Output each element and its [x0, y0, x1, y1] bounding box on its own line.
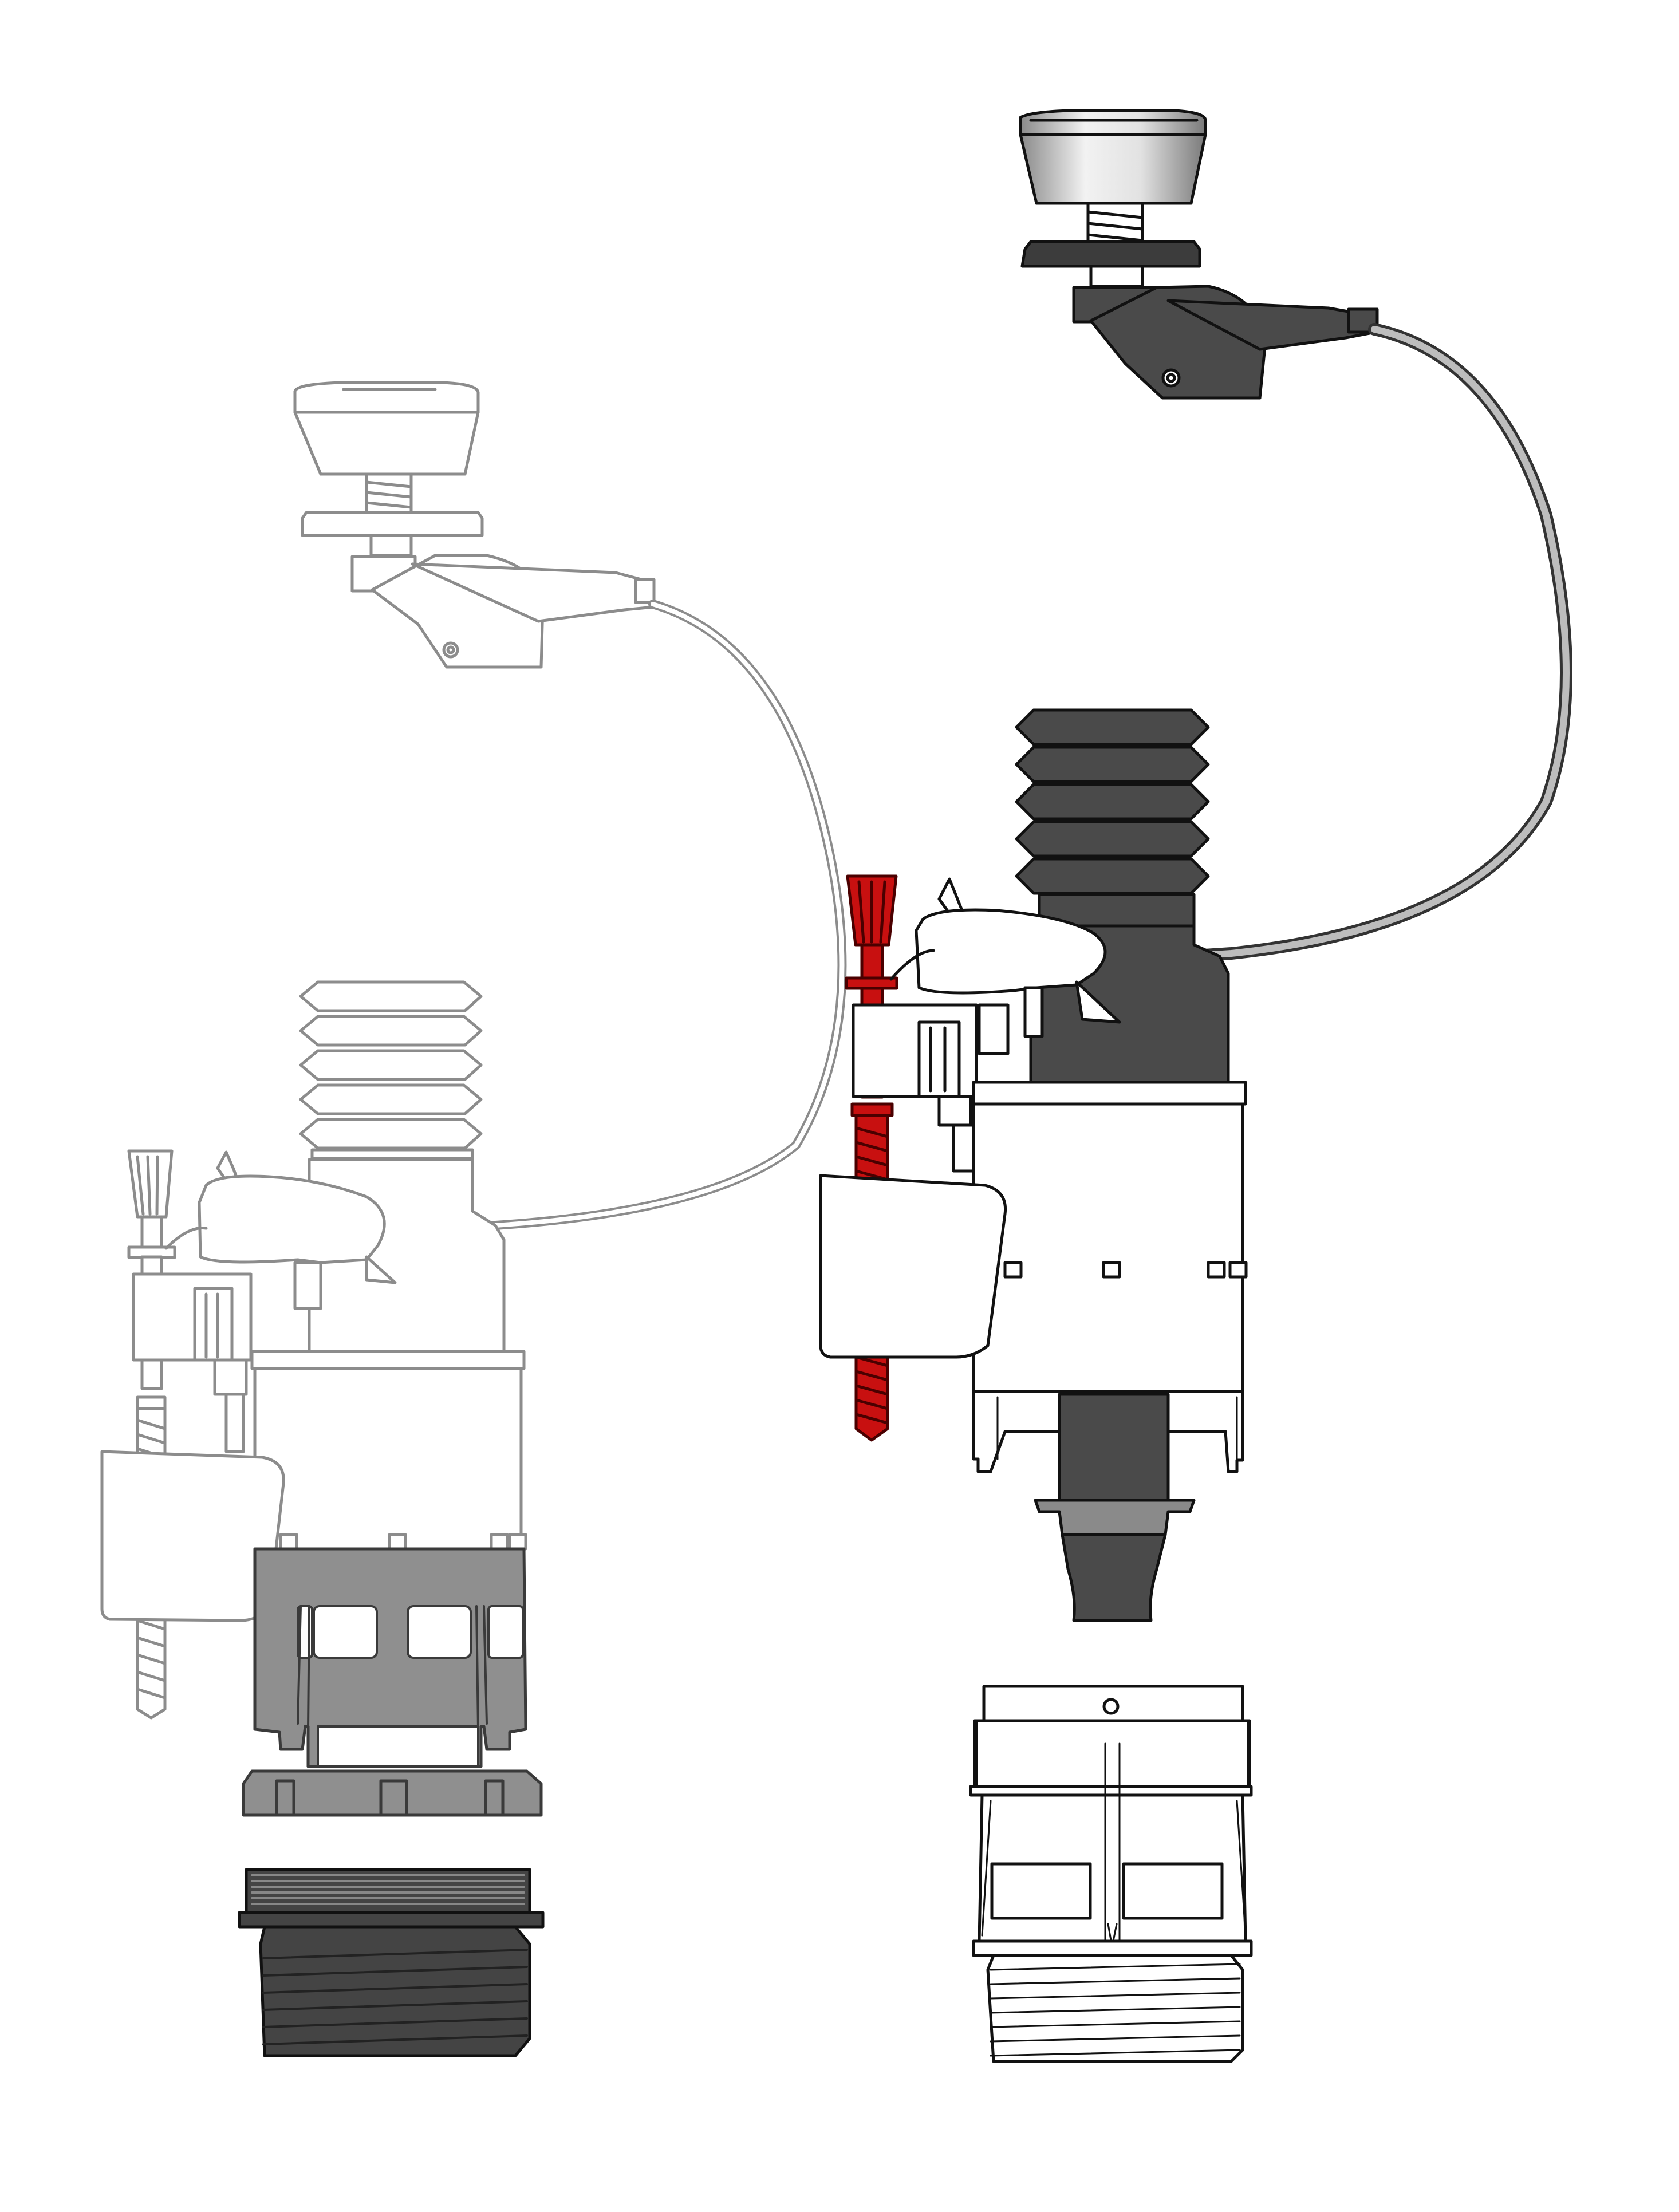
- ghost-spring: [365, 472, 413, 516]
- button-stem: [1089, 265, 1144, 288]
- ghost-stem: [369, 534, 413, 557]
- button-spring: [1086, 202, 1144, 248]
- background-assembly: [100, 381, 847, 2057]
- foreground-assembly: [819, 109, 1572, 2063]
- valve-stem: [1034, 1393, 1196, 1622]
- ghost-body-base: [250, 1350, 527, 1551]
- ghost-valve-cage: [253, 1547, 527, 1768]
- ghost-inner-frame: [132, 1272, 253, 1453]
- ghost-adjustment-rod: [127, 1149, 208, 1720]
- bellows: [1015, 708, 1210, 928]
- float-arm: [915, 877, 1121, 1038]
- inner-frame: [852, 1003, 1010, 1173]
- ghost-button-plate: [301, 511, 484, 537]
- ghost-push-button: [293, 381, 480, 476]
- threaded-connector: [986, 1954, 1244, 2063]
- ghost-bellows: [299, 980, 483, 1160]
- button-plate: [1020, 240, 1201, 268]
- valve-cage: [969, 1685, 1253, 1957]
- ghost-threaded-nut: [238, 1868, 545, 2057]
- ghost-lever-housing: [350, 554, 656, 669]
- ghost-flange: [242, 1769, 543, 1817]
- ghost-float-arm: [198, 1150, 397, 1310]
- valve-body: [972, 1081, 1248, 1473]
- push-button: [1019, 109, 1207, 205]
- float: [819, 1174, 1007, 1359]
- lever-housing: [1072, 285, 1379, 400]
